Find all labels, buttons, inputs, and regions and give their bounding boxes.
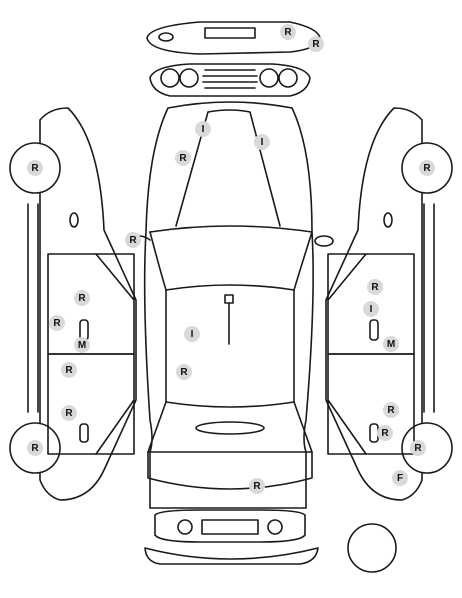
damage-marker-left-door-handle: M (74, 337, 90, 353)
marker-code: R (312, 39, 320, 50)
damage-marker-left-rear-wheel: R (27, 440, 43, 456)
marker-code: R (253, 481, 261, 492)
damage-marker-left-front-wheel: R (27, 160, 43, 176)
marker-dot (49, 315, 65, 331)
damage-marker-rear-window-left: I (195, 121, 211, 137)
marker-code: R (371, 282, 379, 293)
rear-tail-panel (149, 63, 311, 97)
marker-dot (254, 134, 270, 150)
marker-dot (249, 478, 265, 494)
marker-code: R (387, 405, 395, 416)
marker-dot (74, 337, 90, 353)
marker-code: R (179, 153, 187, 164)
marker-dot (392, 470, 408, 486)
marker-code: I (261, 137, 264, 148)
damage-marker-rear-bumper-top: R (280, 24, 296, 40)
car-top-view (125, 101, 334, 509)
marker-code: R (129, 235, 137, 246)
marker-dot (383, 402, 399, 418)
marker-code: I (370, 304, 373, 315)
spare-wheel (347, 523, 397, 573)
marker-dot (377, 425, 393, 441)
marker-code: R (31, 163, 39, 174)
marker-dot (367, 279, 383, 295)
damage-marker-left-rear-door-lower: R (61, 405, 77, 421)
damage-marker-right-front-wheel: R (419, 160, 435, 176)
marker-dot (74, 290, 90, 306)
damage-marker-roof-front: R (176, 364, 192, 380)
marker-dot (176, 364, 192, 380)
marker-dot (125, 232, 141, 248)
marker-code: I (202, 124, 205, 135)
marker-dot (308, 36, 324, 52)
marker-dot (419, 160, 435, 176)
damage-marker-rear-bumper-top-corner: R (308, 36, 324, 52)
damage-marker-right-rear-wheel: R (410, 440, 426, 456)
marker-code: M (387, 339, 395, 350)
marker-code: R (180, 367, 188, 378)
damage-marker-left-rear-door: R (61, 362, 77, 378)
marker-code: R (381, 428, 389, 439)
marker-dot (184, 326, 200, 342)
marker-dot (410, 440, 426, 456)
damage-marker-right-rear-door-lower: R (377, 425, 393, 441)
damage-marker-roof: I (184, 326, 200, 342)
marker-dot (61, 405, 77, 421)
marker-dot (175, 150, 191, 166)
damage-marker-right-rear-door: R (383, 402, 399, 418)
damage-marker-rear-window-right: I (254, 134, 270, 150)
marker-code: M (78, 340, 86, 351)
damage-marker-roof-rear: R (175, 150, 191, 166)
marker-code: F (397, 473, 403, 484)
marker-dot (280, 24, 296, 40)
marker-code: R (53, 318, 61, 329)
marker-dot (383, 336, 399, 352)
front-grille-view (144, 509, 319, 565)
marker-dot (195, 121, 211, 137)
marker-code: R (414, 443, 422, 454)
marker-code: R (284, 27, 292, 38)
damage-marker-left-front-door: R (74, 290, 90, 306)
damage-marker-right-front-door-handle: I (363, 301, 379, 317)
marker-code: R (31, 443, 39, 454)
damage-marker-right-rear-fender: F (392, 470, 408, 486)
marker-dot (61, 362, 77, 378)
damage-marker-right-door-handle: M (383, 336, 399, 352)
marker-dot (27, 440, 43, 456)
marker-code: R (65, 365, 73, 376)
marker-code: R (423, 163, 431, 174)
marker-code: R (78, 293, 86, 304)
marker-dot (27, 160, 43, 176)
damage-marker-hood: R (249, 478, 265, 494)
marker-code: R (65, 408, 73, 419)
damage-marker-left-mirror: R (125, 232, 141, 248)
marker-dot (363, 301, 379, 317)
marker-code: I (191, 329, 194, 340)
damage-marker-left-front-door-lower: R (49, 315, 65, 331)
damage-marker-right-front-door: R (367, 279, 383, 295)
